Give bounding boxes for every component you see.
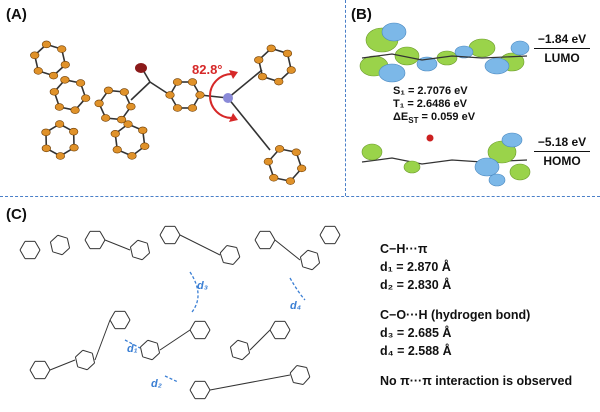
panel-label-b: (B) [351,6,372,23]
contact-label-d3: d₃ [197,280,208,292]
homo-orbital-plot [361,132,531,187]
crystal-packing-diagram [19,225,341,400]
d4-value: d₄ = 2.588 Å [380,344,452,358]
d2-value: d₂ = 2.830 Å [380,278,452,292]
homo-label: HOMO [543,154,581,168]
contact-label-d4: d₄ [290,300,302,312]
dihedral-angle-label: 82.8° [192,62,223,77]
delta-est: ΔEST = 0.059 eV [393,111,476,126]
d3-value: d₃ = 2.685 Å [380,326,452,340]
excited-state-energies: S₁ = 2.7076 eV T₁ = 2.6486 eV ΔEST = 0.0… [393,85,475,127]
lumo-label: LUMO [544,51,580,65]
panel-label-a: (A) [6,6,27,23]
lumo-energy: −1.84 eV [534,32,590,49]
lumo-level: −1.84 eV LUMO [534,32,590,65]
crystal-structure-molecule [30,40,307,185]
s1-energy: S₁ = 2.7076 eV [393,85,468,97]
hbond-title: C−O···H (hydrogen bond) [380,308,531,322]
no-pi-pi-note: No π···π interaction is observed [380,374,573,388]
contact-label-d1: d₁ [127,343,138,355]
interaction-legend: C−H···π d₁ = 2.870 Å d₂ = 2.830 Å C−O···… [380,240,572,390]
lumo-orbital-plot [359,22,530,83]
ch-pi-title: C−H···π [380,242,428,256]
homo-level: −5.18 eV HOMO [534,135,590,168]
t1-energy: T₁ = 2.6486 eV [393,98,467,110]
horizontal-divider [0,196,600,197]
panel-label-c: (C) [6,206,27,223]
d1-value: d₁ = 2.870 Å [380,260,451,274]
vertical-divider [345,0,346,196]
homo-energy: −5.18 eV [534,135,590,152]
contact-label-d2: d₂ [151,378,162,390]
